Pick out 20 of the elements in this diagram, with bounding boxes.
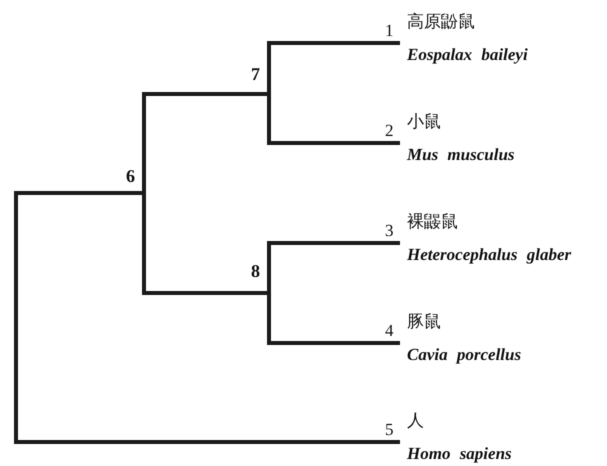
scientific-name: Eospalax baileyi bbox=[407, 45, 528, 65]
scientific-name: Heterocephalus glaber bbox=[407, 245, 572, 265]
scientific-name: Mus musculus bbox=[407, 145, 515, 165]
node-number: 6 bbox=[126, 166, 135, 186]
scientific-name: Cavia porcellus bbox=[407, 345, 522, 365]
common-name: 人 bbox=[407, 410, 424, 432]
taxon-number: 1 bbox=[385, 21, 394, 41]
taxon-number: 4 bbox=[385, 321, 394, 341]
root-branch bbox=[14, 191, 18, 444]
node-number: 8 bbox=[251, 261, 260, 281]
taxon-number: 5 bbox=[385, 420, 394, 440]
tree-branch bbox=[16, 440, 400, 444]
node-number: 7 bbox=[251, 64, 260, 84]
common-name: 裸鼹鼠 bbox=[407, 211, 458, 233]
common-name: 小鼠 bbox=[407, 111, 441, 133]
common-name: 高原鼢鼠 bbox=[407, 11, 475, 33]
taxon-number: 3 bbox=[385, 221, 394, 241]
common-name: 豚鼠 bbox=[407, 311, 441, 333]
scientific-name: Homo sapiens bbox=[407, 444, 512, 464]
taxon-number: 2 bbox=[385, 121, 394, 141]
